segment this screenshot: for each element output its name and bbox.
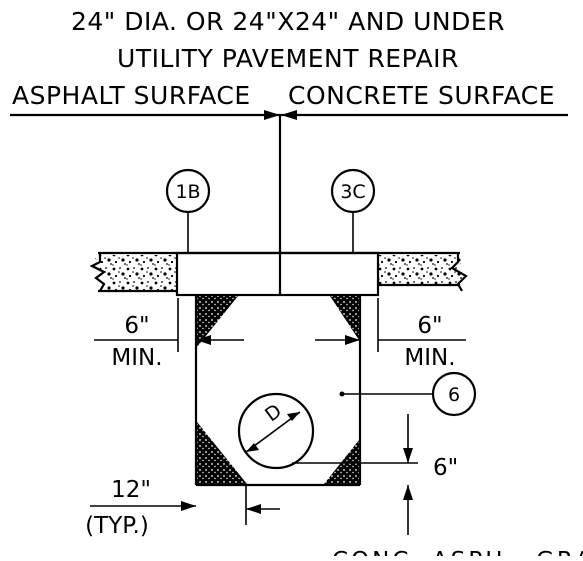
backfill-corner-top-right [330, 296, 359, 340]
svg-text:12": 12" [111, 477, 151, 503]
patch-slab [175, 251, 380, 297]
svg-text:6": 6" [124, 313, 149, 339]
svg-text:MIN.: MIN. [404, 345, 455, 371]
backfill-corner-bottom-right [324, 440, 359, 484]
title-line-2: UTILITY PAVEMENT REPAIR [117, 44, 459, 73]
asphalt-surface-label: ASPHALT SURFACE [12, 81, 251, 110]
svg-text:3C: 3C [340, 181, 365, 203]
footer-note: CONC. ASPH., GRAV [332, 548, 583, 556]
callout-6: 6 [339, 371, 477, 417]
concrete-surface-label: CONCRETE SURFACE [288, 81, 555, 110]
existing-pavement-left [89, 253, 177, 293]
title-line-1: 24" DIA. OR 24"X24" AND UNDER [71, 7, 505, 36]
dimension-bedding: 6" [292, 414, 458, 535]
svg-text:1B: 1B [175, 181, 200, 203]
pipe-diameter-label: D [261, 400, 286, 426]
existing-pavement-right [378, 253, 468, 292]
dimension-left-min: 6" MIN. [94, 298, 244, 371]
trench [194, 295, 362, 487]
callout-1b: 1B [165, 168, 211, 253]
svg-text:MIN.: MIN. [111, 345, 162, 371]
svg-text:(TYP.): (TYP.) [85, 513, 149, 539]
svg-text:6": 6" [417, 313, 442, 339]
svg-text:6": 6" [433, 455, 458, 481]
arrow-right-icon [281, 110, 297, 120]
svg-text:6: 6 [448, 384, 460, 406]
callout-3c: 3C [330, 168, 376, 253]
dimension-right-min: 6" MIN. [315, 298, 466, 371]
backfill-corner-top-left [197, 296, 238, 347]
dimension-trench-width: 12" (TYP.) [85, 477, 280, 539]
arrow-left-icon [264, 110, 280, 120]
pipe: D [237, 392, 315, 470]
backfill-corner-bottom-left [197, 422, 247, 484]
